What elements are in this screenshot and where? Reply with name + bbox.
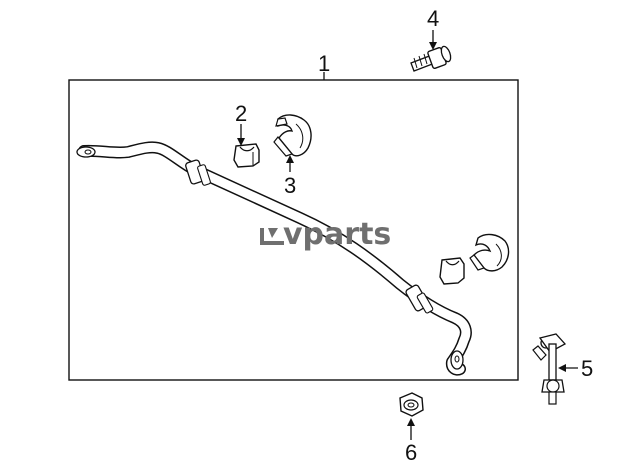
- lv-logo-mark-icon: [260, 228, 284, 245]
- bolt-part-4: [410, 45, 452, 72]
- bracket-part-3: [273, 114, 312, 157]
- watermark-text: vparts: [283, 217, 391, 252]
- callout-6: 6: [405, 440, 417, 465]
- callout-1: 1: [318, 51, 330, 76]
- watermark: vparts: [260, 217, 391, 252]
- callout-2: 2: [235, 101, 247, 126]
- bushing-right-loose: [439, 257, 465, 285]
- assembly-frame: [68, 79, 519, 381]
- nut-part-6: [399, 392, 424, 417]
- stabilizer-bar: [76, 141, 472, 376]
- bar-bushing-left: [185, 159, 211, 186]
- callout-4: 4: [427, 6, 439, 31]
- callout-3: 3: [284, 173, 296, 198]
- stabilizer-link-part-5: [532, 333, 567, 405]
- callout-5: 5: [581, 356, 593, 381]
- bar-bushing-right: [405, 284, 434, 314]
- bracket-right-loose: [469, 233, 510, 272]
- bushing-part-2: [233, 143, 260, 168]
